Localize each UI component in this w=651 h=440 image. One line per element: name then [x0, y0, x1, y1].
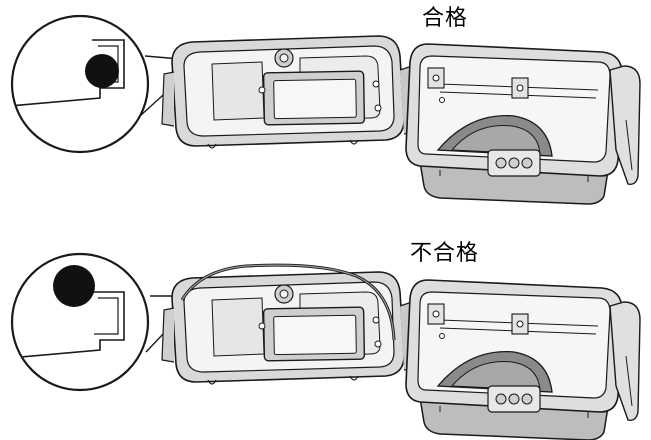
zoom-detail-ng [10, 254, 148, 390]
housing-ng [162, 272, 640, 440]
panel-ng [10, 254, 640, 440]
zoom-detail-ok [10, 16, 148, 152]
o-ring-displaced [53, 265, 95, 307]
panel-ok [10, 16, 640, 204]
o-ring-seated [85, 54, 119, 88]
housing-ok [162, 36, 640, 204]
